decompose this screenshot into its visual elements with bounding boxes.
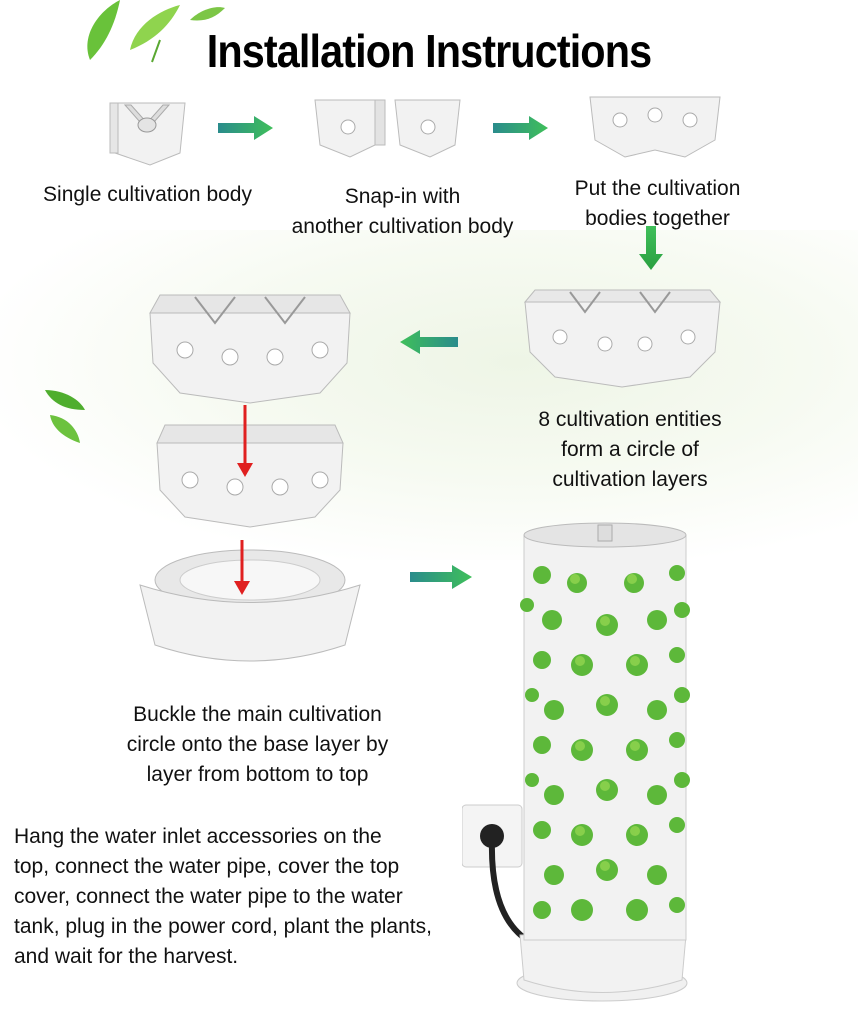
caption-buckle-line-3: layer from bottom to top (146, 763, 369, 786)
caption-snap-in: Snap-in with another cultivation body (270, 182, 535, 242)
single-cultivation-body-image (109, 102, 186, 166)
caption-circle-line-2: form a circle of (561, 438, 699, 461)
caption-final-line-3: cover, connect the water pipe to the wat… (14, 885, 403, 908)
leaf-decoration-top (87, 0, 225, 63)
leaf-decoration-left (45, 390, 85, 443)
caption-put-together-line-2: bodies together (585, 207, 730, 230)
caption-final: Hang the water inlet accessories on the … (14, 822, 494, 972)
background-wash (0, 230, 858, 560)
caption-buckle-line-2: circle onto the base layer by (126, 733, 389, 756)
tower-garden-image (462, 522, 690, 1002)
cultivation-circle-image (523, 289, 722, 388)
arrow-left (400, 330, 458, 354)
arrow-right-3 (410, 565, 472, 589)
arrow-down-1 (639, 226, 663, 270)
caption-put-together-line-1: Put the cultivation (574, 177, 741, 200)
bodies-together-image (589, 96, 721, 158)
caption-put-together: Put the cultivation bodies together (545, 174, 770, 234)
arrow-right-1 (218, 116, 273, 140)
caption-single-body: Single cultivation body (43, 183, 252, 206)
page-title: Installation Instructions (206, 25, 652, 77)
arrow-right-2 (493, 116, 548, 140)
caption-final-line-1: Hang the water inlet accessories on the (14, 825, 382, 848)
caption-buckle: Buckle the main cultivation circle onto … (85, 700, 430, 790)
caption-snap-in-line-1: Snap-in with (344, 185, 461, 208)
caption-final-line-2: top, connect the water pipe, cover the t… (14, 855, 400, 878)
snap-in-bodies-image (314, 99, 461, 158)
caption-buckle-line-1: Buckle the main cultivation (133, 703, 382, 726)
caption-final-line-5: and wait for the harvest. (14, 945, 239, 968)
stacking-layers-image (139, 294, 361, 662)
caption-circle-line-1: 8 cultivation entities (538, 408, 722, 431)
caption-snap-in-line-2: another cultivation body (291, 215, 514, 238)
caption-circle: 8 cultivation entities form a circle of … (500, 405, 760, 495)
caption-circle-line-3: cultivation layers (552, 468, 708, 491)
caption-final-line-4: tank, plug in the power cord, plant the … (14, 915, 432, 938)
